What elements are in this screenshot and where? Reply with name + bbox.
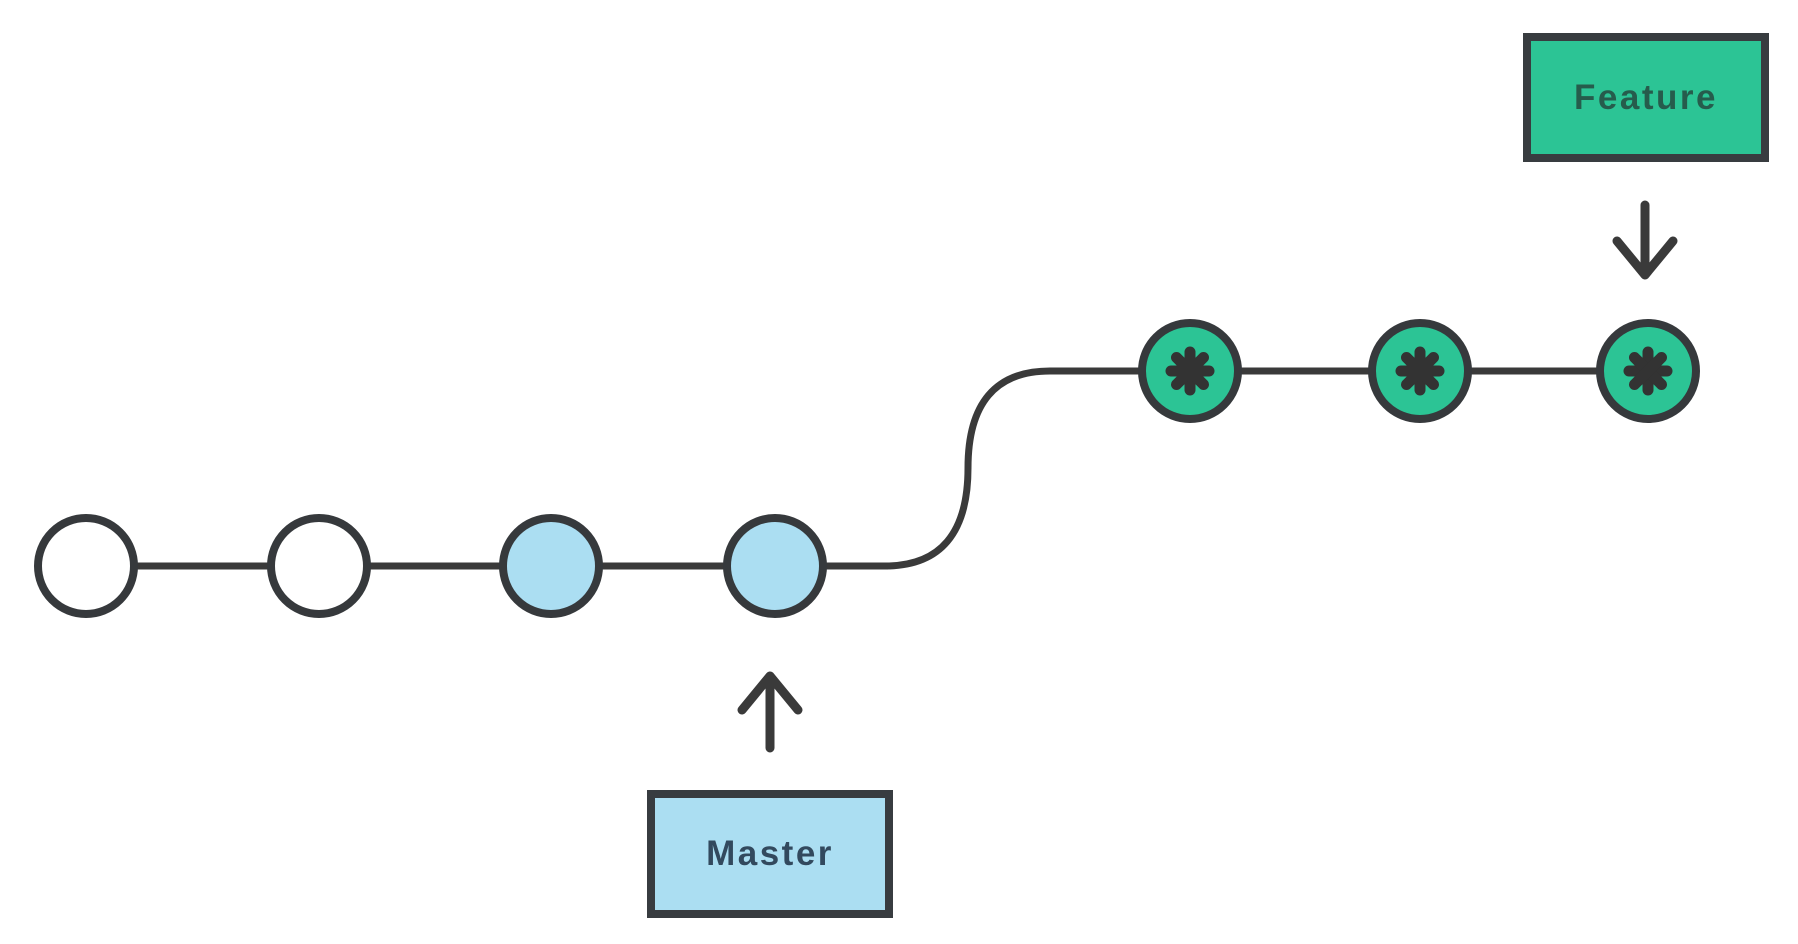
master-branch-label-box: Master	[647, 790, 893, 918]
feature-branch-label: Feature	[1574, 77, 1718, 117]
commit-node-master-1	[34, 514, 138, 618]
asterisk-icon	[1623, 346, 1673, 396]
asterisk-icon	[1395, 346, 1445, 396]
feature-branch-label-box: Feature	[1523, 33, 1769, 162]
asterisk-icon	[1165, 346, 1215, 396]
branch-line	[82, 367, 1652, 570]
master-branch-label: Master	[706, 834, 834, 873]
commit-node-master-2	[267, 514, 371, 618]
commit-node-master-4	[723, 514, 827, 618]
arrow-down-icon	[1612, 200, 1678, 280]
arrow-up-icon	[737, 671, 803, 753]
commit-node-master-3	[499, 514, 603, 618]
